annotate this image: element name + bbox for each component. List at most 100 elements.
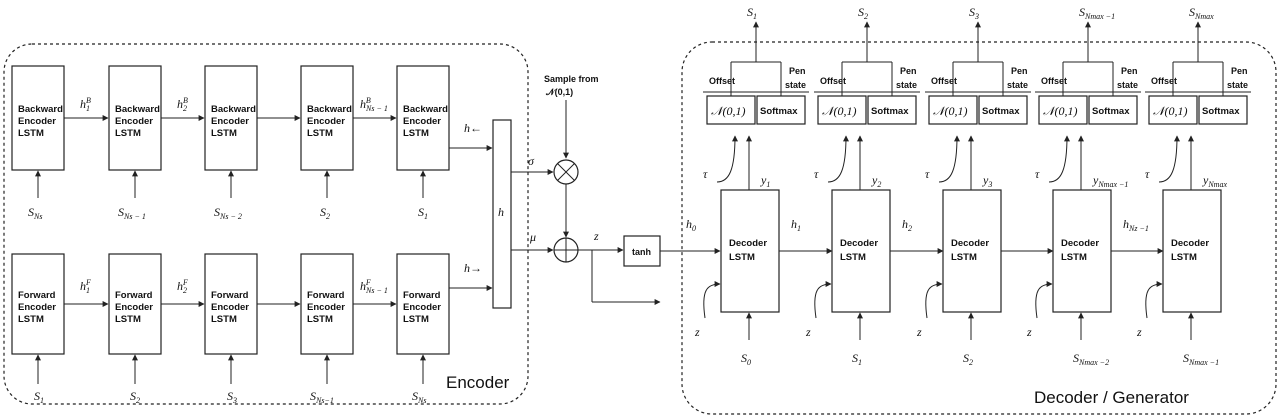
- decoder-z-label: z: [805, 325, 811, 339]
- backward-encoder-row: Backward Encoder LSTM Backward Encoder L…: [11, 65, 450, 221]
- decoder-frame: [681, 41, 1277, 415]
- backward-encoder-lstm-4: [300, 65, 354, 171]
- tau-curve-arrow: [716, 135, 738, 183]
- forward-input-5: SNs: [412, 389, 426, 405]
- decoder-input-3: S2: [963, 351, 973, 367]
- box-line: Backward: [115, 104, 160, 115]
- box-line: Encoder: [211, 302, 249, 313]
- pen-label: Pen: [1121, 66, 1138, 76]
- forward-encoder-text: Forward Encoder LSTM Forward Encoder LST…: [18, 290, 441, 325]
- box-line: Encoder: [403, 116, 441, 127]
- box-line: LSTM: [115, 314, 141, 325]
- forward-input-4: SNs−1: [310, 389, 334, 405]
- h-concat-box: [492, 119, 512, 309]
- offset-label: Offset: [1041, 76, 1067, 86]
- softmax-box: [978, 95, 1028, 125]
- decoder-box-line: LSTM: [951, 252, 977, 263]
- forward-encoder-lstm-3: [204, 253, 258, 355]
- z-curve-arrow: [814, 281, 832, 319]
- sample-label-2: 𝒩(0,1): [545, 87, 573, 97]
- decoder-input-2: S1: [852, 351, 862, 367]
- decoder-output-2: S2: [858, 5, 868, 21]
- decoder-input-5: SNmax −1: [1183, 351, 1219, 367]
- box-line: LSTM: [307, 128, 333, 139]
- tanh-label: tanh: [632, 247, 651, 257]
- backward-hidden-label-1: h1B: [80, 96, 91, 113]
- forward-input-1: S1: [34, 389, 44, 405]
- decoder-output-5: SNmax: [1189, 5, 1214, 21]
- box-line: Forward: [18, 290, 56, 301]
- backward-input-5: S1: [418, 205, 428, 221]
- box-line: Backward: [307, 104, 352, 115]
- decoder-box-line: Decoder: [729, 238, 767, 249]
- decoder-step-2: DecoderLSTMS1zy2τ𝒩(0,1)SoftmaxS2OffsetPe…: [805, 5, 944, 367]
- box-line: Backward: [18, 104, 63, 115]
- forward-encoder-lstm-4: [300, 253, 354, 355]
- box-line: Encoder: [307, 116, 345, 127]
- pen-label: state: [896, 80, 917, 90]
- multiply-cross: [557, 163, 575, 181]
- tau-label: τ: [703, 167, 708, 181]
- decoder-box-line: Decoder: [951, 238, 989, 249]
- box-line: LSTM: [211, 128, 237, 139]
- z-label: z: [593, 229, 599, 243]
- decoder-title: Decoder / Generator: [1034, 388, 1189, 407]
- forward-hidden-label-1: h1F: [80, 278, 91, 295]
- box-line: Encoder: [18, 302, 56, 313]
- decoder-lstm-3: [942, 189, 1002, 313]
- normal-box: [706, 95, 756, 125]
- box-line: LSTM: [403, 128, 429, 139]
- pen-label: Pen: [1231, 66, 1248, 76]
- box-line: Encoder: [115, 302, 153, 313]
- pen-label: Pen: [789, 66, 806, 76]
- box-line: LSTM: [211, 314, 237, 325]
- forward-hidden-label-2: h2F: [177, 278, 188, 295]
- softmax-label: Softmax: [1092, 106, 1130, 117]
- z-curve-arrow: [703, 281, 721, 319]
- box-line: Backward: [403, 104, 448, 115]
- offset-label: Offset: [1151, 76, 1177, 86]
- offset-label: Offset: [709, 76, 735, 86]
- normal-label: 𝒩(0,1): [1043, 104, 1078, 118]
- encoder-title: Encoder: [446, 373, 510, 392]
- decoder-box-line: Decoder: [1171, 238, 1209, 249]
- decoder-lstm-5: [1162, 189, 1222, 313]
- tau-label: τ: [1035, 167, 1040, 181]
- tau-curve-arrow: [1048, 135, 1070, 183]
- decoder-columns: DecoderLSTMS0zy1τ𝒩(0,1)SoftmaxS1OffsetPe…: [694, 5, 1251, 367]
- h-fwd-label: h→: [464, 261, 482, 275]
- tau-curve-arrow: [1158, 135, 1180, 183]
- backward-hidden-label-3: hNs − 1B: [360, 96, 388, 113]
- decoder-box-line: LSTM: [1061, 252, 1087, 263]
- backward-input-3: SNs − 2: [214, 205, 242, 221]
- normal-label: 𝒩(0,1): [1153, 104, 1188, 118]
- decoder-z-label: z: [916, 325, 922, 339]
- pen-label: Pen: [1011, 66, 1028, 76]
- normal-label: 𝒩(0,1): [933, 104, 968, 118]
- h-back-label: h←: [464, 121, 482, 135]
- decoder-input-4: SNmax −2: [1073, 351, 1109, 367]
- forward-input-3: S3: [227, 389, 237, 405]
- decoder-lstm-4: [1052, 189, 1112, 313]
- box-line: Forward: [115, 290, 153, 301]
- decoder-input-1: S0: [741, 351, 751, 367]
- decoder-hidden-label: hNz −1: [1123, 217, 1149, 233]
- pen-label: state: [785, 80, 806, 90]
- decoder-box-line: Decoder: [840, 238, 878, 249]
- decoder-y-label-2: y2: [871, 173, 881, 189]
- normal-box: [1038, 95, 1088, 125]
- h-concat-label: h: [498, 205, 504, 219]
- normal-box: [928, 95, 978, 125]
- decoder-y-label-4: yNmax −1: [1092, 173, 1128, 189]
- sample-label-1: Sample from: [544, 74, 599, 84]
- tau-label: τ: [814, 167, 819, 181]
- decoder-box-line: Decoder: [1061, 238, 1099, 249]
- softmax-label: Softmax: [1202, 106, 1240, 117]
- box-line: LSTM: [403, 314, 429, 325]
- softmax-label: Softmax: [871, 106, 909, 117]
- softmax-label: Softmax: [760, 106, 798, 117]
- box-line: LSTM: [115, 128, 141, 139]
- decoder-output-1: S1: [747, 5, 757, 21]
- box-line: LSTM: [18, 314, 44, 325]
